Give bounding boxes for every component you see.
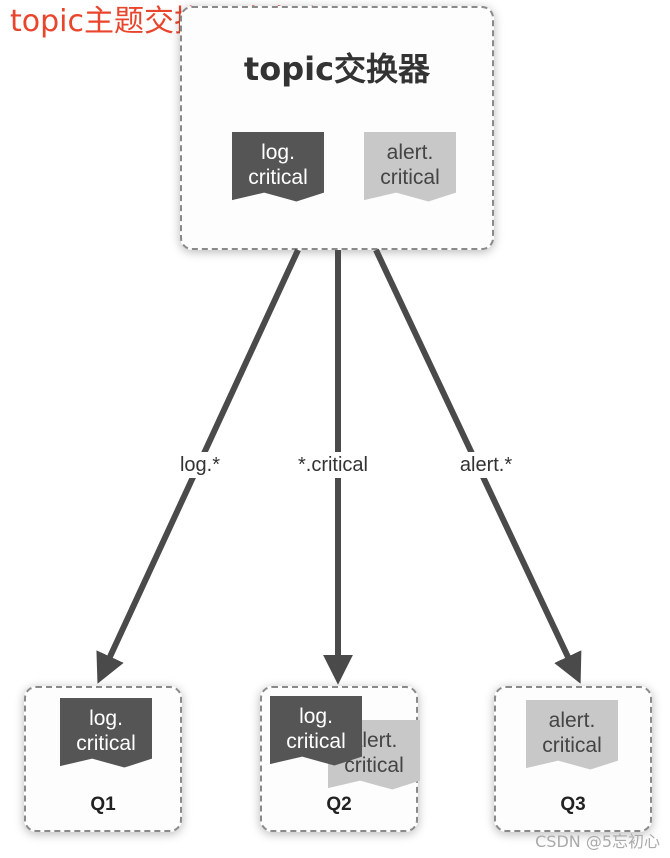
message-line1: alert. [548, 709, 596, 732]
message-line2: critical [286, 730, 346, 753]
queue-q1-box: log. critical Q1 [24, 686, 182, 832]
binding-label-alert: alert.* [455, 452, 517, 478]
message-line1: log. [261, 141, 295, 164]
binding-label-critical: *.critical [293, 452, 373, 478]
message-line2: critical [248, 166, 308, 189]
message-line2: critical [76, 732, 136, 755]
queue-message-log-critical: log. critical [60, 698, 152, 768]
watermark: CSDN @5忘初心 [535, 832, 660, 851]
message-line2: critical [380, 166, 440, 189]
exchange-title: topic交换器 [243, 50, 431, 88]
message-line2: critical [344, 754, 404, 777]
message-line1: alert. [386, 141, 434, 164]
message-line1: alert. [350, 729, 398, 752]
exchange-message-alert-critical: alert. critical [364, 132, 456, 202]
message-line1: log. [89, 707, 123, 730]
message-line1: log. [299, 705, 333, 728]
queue-label: Q3 [560, 794, 586, 815]
queue-message-log-critical: log. critical [270, 696, 362, 766]
queue-message-alert-critical: alert. critical [526, 700, 618, 770]
queue-q3-box: alert. critical Q3 [494, 686, 652, 832]
topic-exchange-box: topic交换器 log. critical alert. critical [180, 6, 494, 250]
queue-label: Q1 [90, 794, 116, 815]
exchange-message-log-critical: log. critical [232, 132, 324, 202]
message-line2: critical [542, 734, 602, 757]
queue-q2-box: alert. critical log. critical Q2 [260, 686, 420, 832]
binding-label-log: log.* [175, 452, 225, 478]
queue-label: Q2 [326, 794, 352, 815]
